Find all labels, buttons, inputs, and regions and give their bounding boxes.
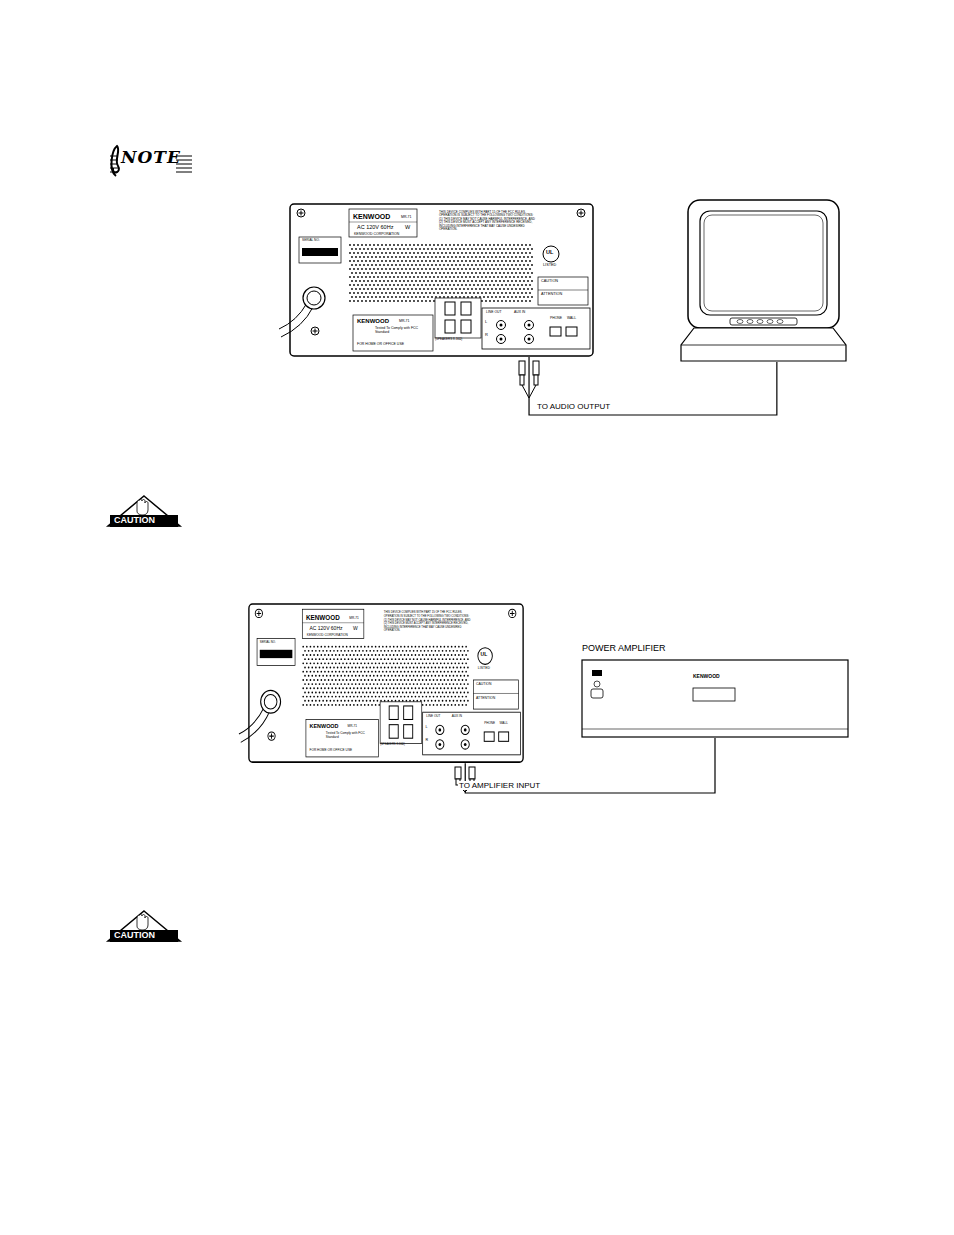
panel-label: KENWOOD: [693, 674, 720, 680]
panel-label: MR-71: [348, 724, 358, 728]
panel-label: ATTENTION: [541, 292, 562, 296]
panel-label: FOR HOME OR OFFICE USE: [357, 342, 404, 346]
caution-icon-text: CAUTION: [114, 930, 155, 940]
panel-label: WALL: [500, 722, 508, 726]
panel-label: KENWOOD: [357, 318, 389, 325]
panel-label: SERIAL NO.: [302, 239, 320, 243]
panel-label: W: [405, 224, 410, 230]
panel-label: L: [425, 725, 427, 730]
panel-label: Tested To Comply with FCC Standard: [375, 326, 419, 334]
panel-label: ATTENTION: [476, 696, 495, 701]
panel-label: AUX IN: [514, 311, 525, 315]
panel-label: MR-71: [401, 215, 412, 219]
panel-label: WALL: [567, 317, 576, 321]
panel-label: UL: [546, 249, 553, 255]
power-amplifier: POWER AMPLIFIER KENWOOD: [580, 643, 850, 738]
panel-label: (SPEAKERS 8-16Ω): [435, 338, 462, 341]
panel-label: W: [353, 625, 358, 632]
panel-label: MR-71: [399, 319, 410, 323]
panel-label: AUX IN: [452, 715, 462, 719]
panel-label: FOR HOME OR OFFICE USE: [310, 748, 353, 752]
panel-label: KENWOOD: [306, 613, 340, 621]
panel-label: LINE OUT: [486, 311, 502, 315]
panel-label: LINE OUT: [426, 715, 440, 719]
power-amplifier-drawing: [580, 643, 850, 738]
panel-label: THIS DEVICE COMPLIES WITH PART 15 OF THE…: [384, 611, 473, 632]
panel-label: L: [485, 320, 487, 325]
rear-panel: KENWOOD MR-71 AC 120V 60Hz W KENWOOD CORPORA…: [289, 203, 594, 357]
audio-cable: [529, 357, 777, 415]
note-icon-text: NOTE: [121, 148, 181, 168]
television: [680, 195, 847, 362]
panel-label: LISTED: [478, 665, 490, 670]
panel-label: CAUTION: [476, 682, 491, 687]
panel-label: R: [485, 333, 488, 338]
panel-label: KENWOOD: [353, 213, 390, 221]
panel-label: AC 120V 60Hz: [357, 224, 393, 230]
caution-icon: [108, 496, 180, 942]
cable-label: TO AUDIO OUTPUT: [536, 402, 611, 411]
panel-label: Tested To Comply with FCC Standard: [326, 731, 366, 739]
panel-label: KENWOOD CORPORATION: [307, 633, 348, 637]
panel-label: KENWOOD: [310, 723, 339, 730]
panel-label: PHONE: [550, 317, 562, 321]
panel-label: POWER AMPLIFIER: [582, 643, 666, 653]
panel-label: THIS DEVICE COMPLIES WITH PART 15 OF THE…: [439, 211, 537, 232]
panel-label: PHONE: [484, 722, 495, 726]
television-drawing: [680, 195, 847, 362]
panel-label: KENWOOD CORPORATION: [354, 232, 399, 236]
panel-label: AC 120V 60Hz: [310, 625, 343, 632]
panel-label: (SPEAKERS 8-16Ω): [380, 743, 405, 747]
cable-label: TO AMPLIFIER INPUT: [458, 781, 541, 790]
rear-panel: KENWOOD MR-71 AC 120V 60Hz W KENWOOD CORPORA…: [248, 603, 524, 763]
panel-label: CAUTION: [541, 279, 558, 283]
panel-label: LISTED: [543, 263, 556, 267]
panel-label: SERIAL NO.: [260, 640, 276, 644]
caution-icon-text: CAUTION: [114, 515, 155, 525]
note-icon: [110, 146, 192, 176]
panel-label: MR-71: [349, 615, 359, 619]
panel-label: UL: [481, 651, 488, 658]
panel-label: R: [425, 738, 428, 743]
